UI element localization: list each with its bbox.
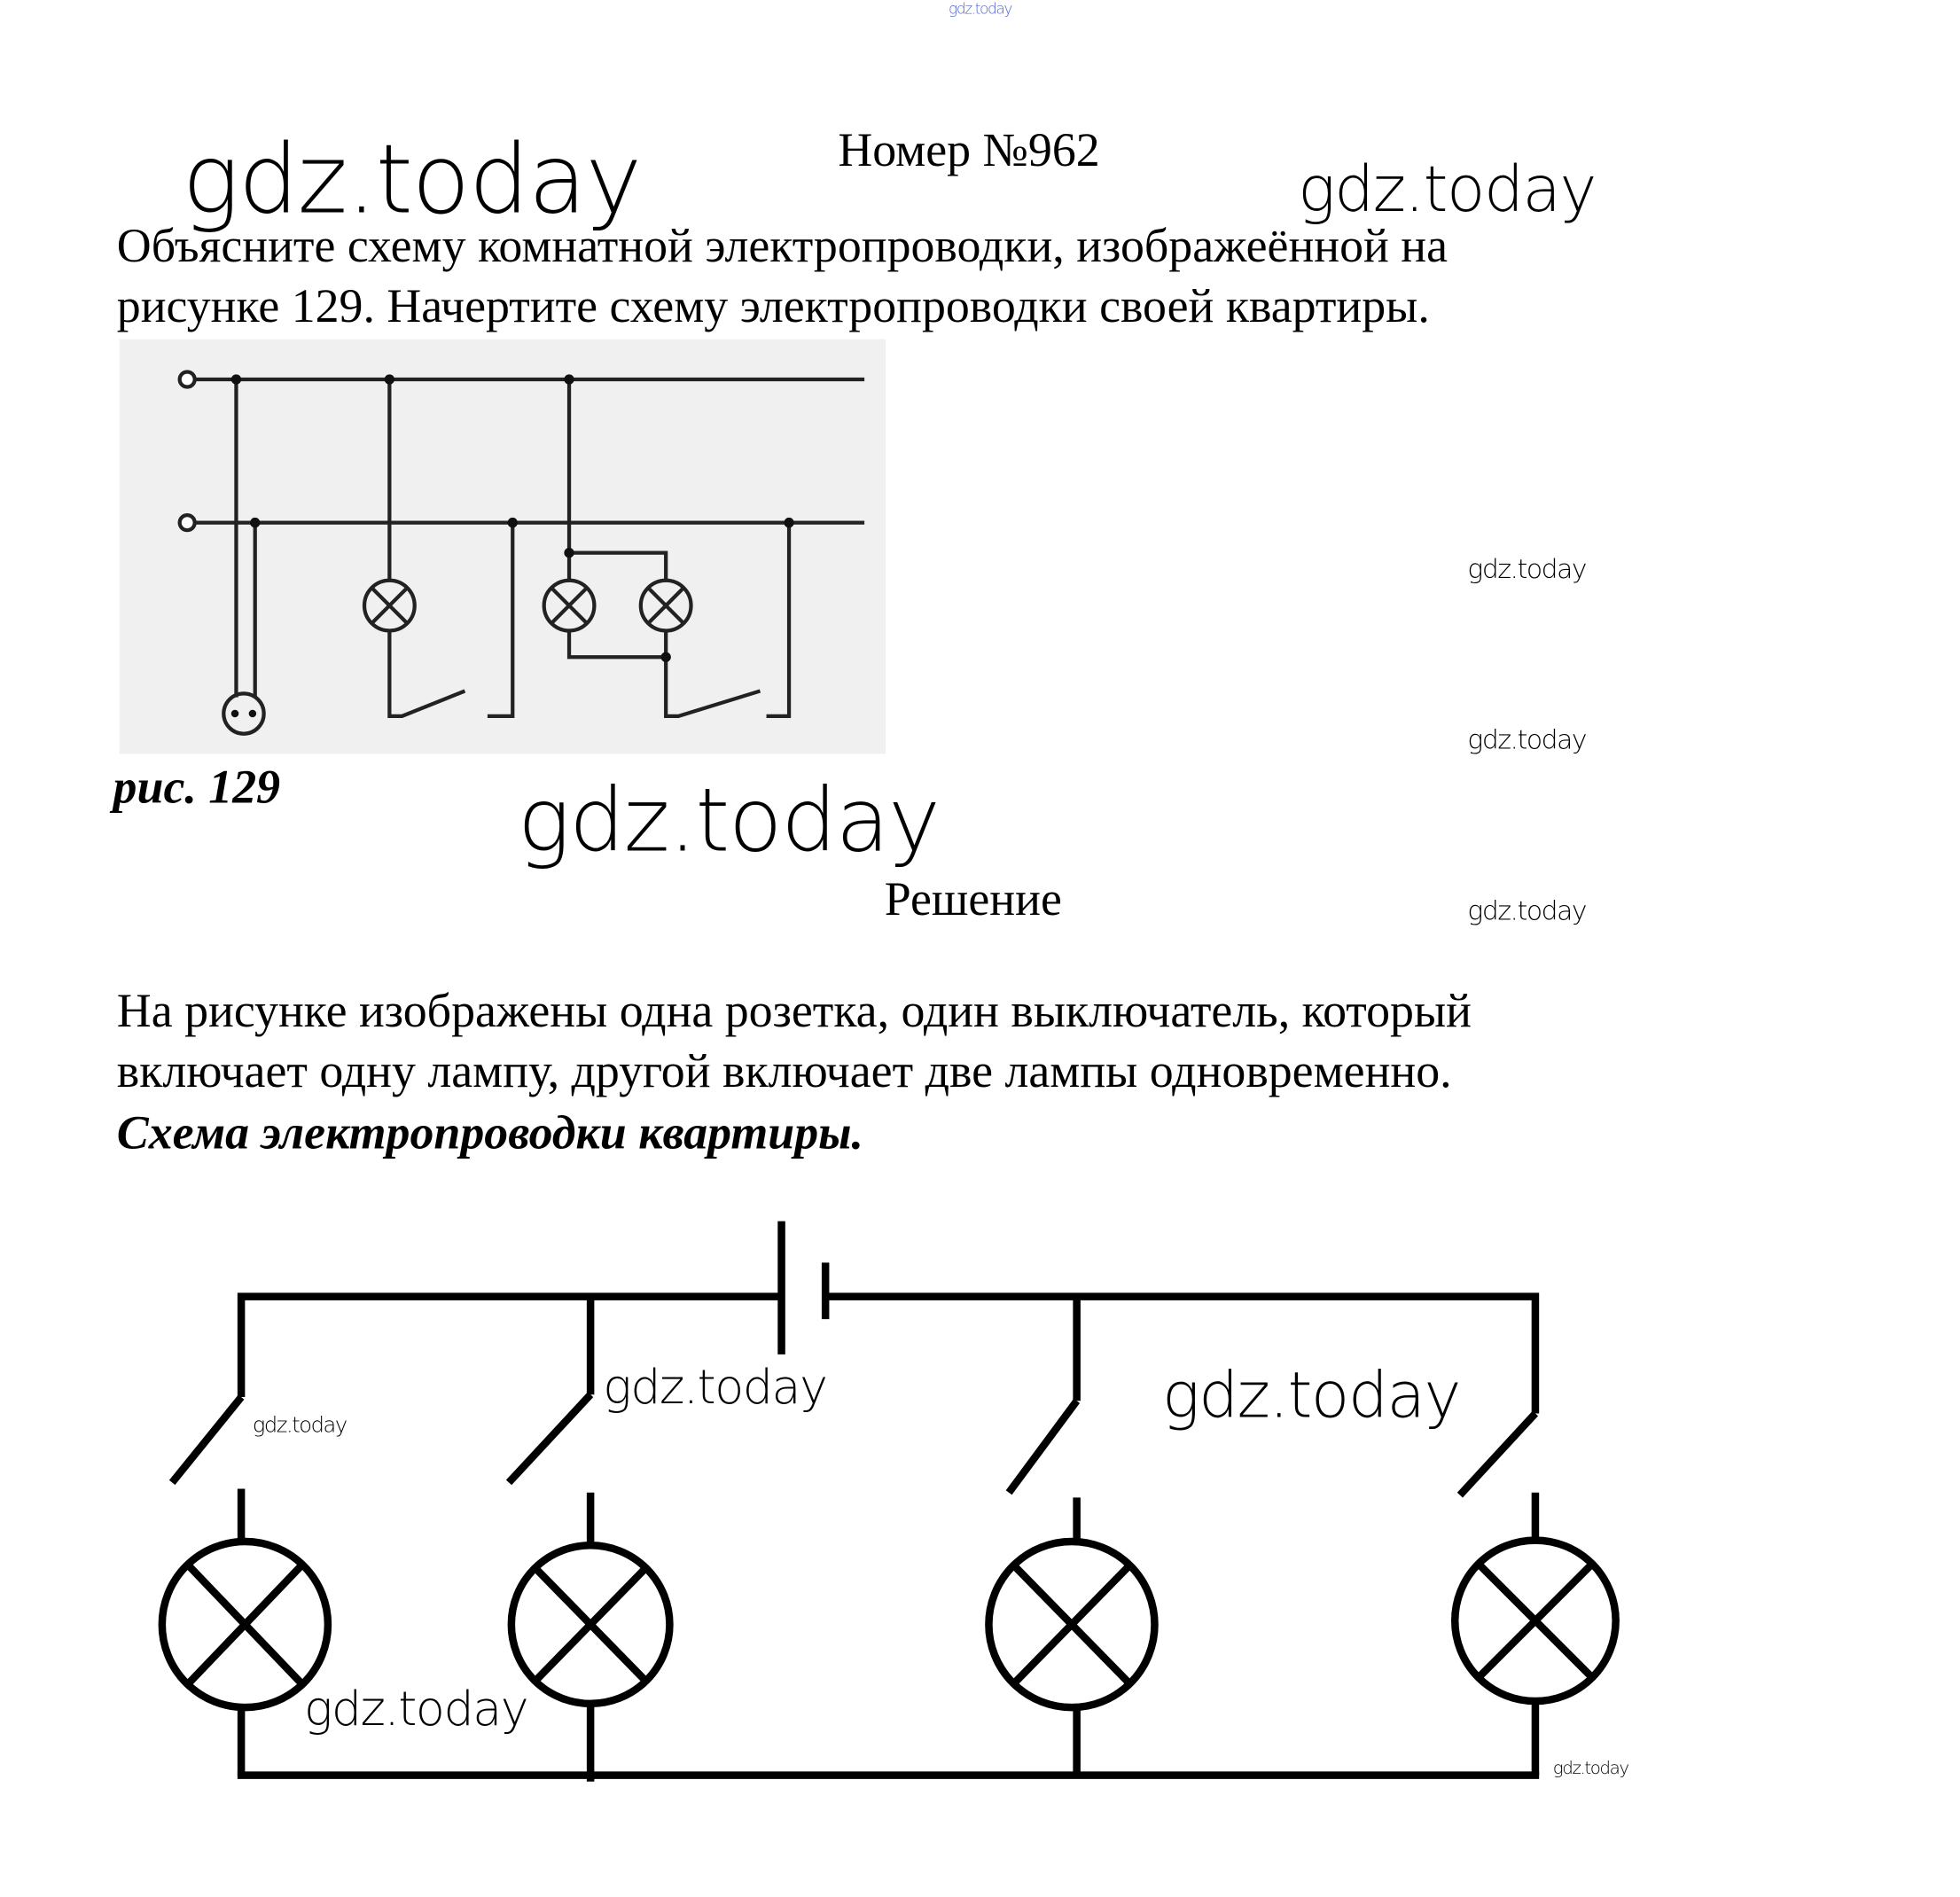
watermark-top: gdz.today bbox=[949, 0, 1012, 18]
task-text-line-2: рисунке 129. Начертите схему электропров… bbox=[116, 280, 1430, 333]
page-title: Номер №962 bbox=[838, 124, 1100, 177]
lamp-symbol bbox=[985, 1537, 1159, 1712]
watermark-small: gdz.today bbox=[252, 1413, 347, 1439]
watermark-right: gdz.today bbox=[1298, 152, 1597, 227]
figure-background bbox=[119, 339, 886, 754]
answer-subheading: Схема электропроводки квартиры. bbox=[116, 1106, 863, 1160]
apartment-wiring-diagram bbox=[158, 1221, 1620, 1782]
watermark-small: gdz.today bbox=[1552, 1759, 1629, 1779]
answer-text-line-1: На рисунке изображены одна розетка, один… bbox=[116, 985, 1472, 1038]
watermark-large-left: gdz.today bbox=[182, 122, 643, 236]
socket-symbol bbox=[222, 691, 266, 736]
watermark-medium: gdz.today bbox=[303, 1681, 529, 1737]
watermark-small: gdz.today bbox=[1467, 724, 1587, 755]
watermark-medium: gdz.today bbox=[1162, 1359, 1461, 1433]
solution-heading: Решение bbox=[884, 873, 1062, 926]
task-text-line-1: Объясните схему комнатной электропроводк… bbox=[116, 220, 1449, 273]
answer-text-line-2: включает одну лампу, другой включает две… bbox=[116, 1045, 1452, 1098]
watermark-large-center: gdz.today bbox=[517, 769, 941, 872]
lamp-symbol bbox=[158, 1537, 332, 1712]
watermark-small: gdz.today bbox=[1467, 554, 1587, 585]
watermark-medium: gdz.today bbox=[603, 1359, 828, 1415]
watermark-small: gdz.today bbox=[1467, 895, 1587, 926]
figure-caption: рис. 129 bbox=[113, 761, 281, 815]
